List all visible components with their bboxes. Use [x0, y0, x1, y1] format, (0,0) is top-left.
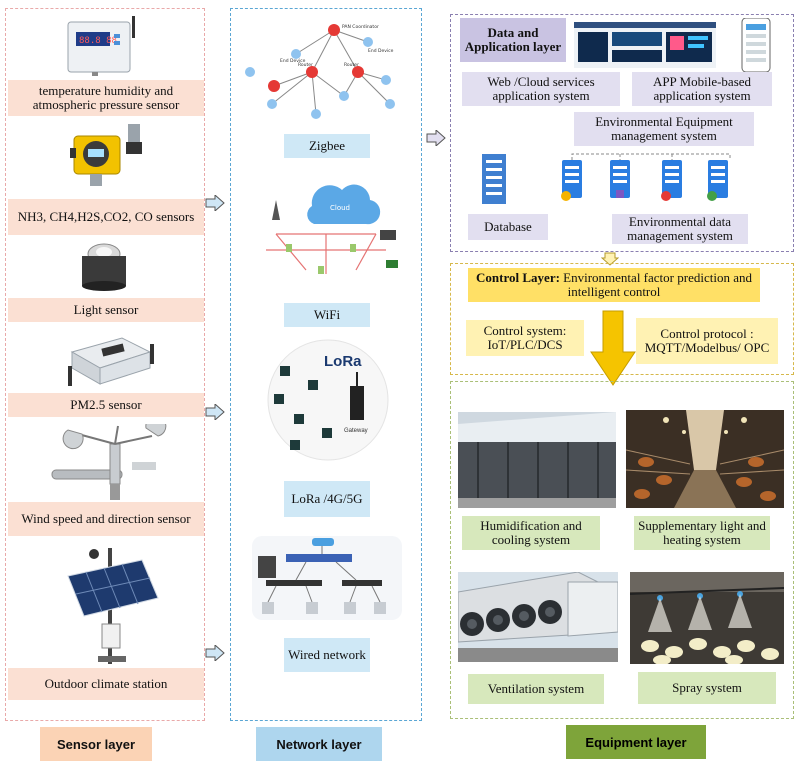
mobile-app-icon	[736, 18, 776, 72]
sensor-to-network-arrow	[205, 195, 225, 211]
server-check-icon	[706, 160, 730, 204]
sensor-layer-panel	[5, 8, 205, 721]
network-to-application-arrow	[426, 130, 446, 146]
zigbee-end-device-text: End Device	[368, 48, 394, 54]
spray-system-label: Spray system	[638, 672, 776, 704]
equipment-layer-title: Equipment layer	[566, 725, 706, 759]
sensor-label-wind: Wind speed and direction sensor	[8, 502, 204, 536]
server-lock-icon	[560, 160, 584, 204]
spray-system-photo	[630, 572, 784, 664]
server-storage-icon	[608, 160, 632, 204]
svg-text:88.8 88: 88.8 88	[79, 36, 117, 46]
zigbee-coordinator-text: PAN Coordinator	[342, 24, 379, 30]
control-to-equipment-arrow	[590, 310, 636, 386]
app-mobile-system-label: APP Mobile-based application system	[632, 72, 772, 106]
light-sensor-icon	[74, 240, 134, 294]
sensor-to-network-arrow	[205, 645, 225, 661]
control-protocol-label: Control protocol : MQTT/Modelbus/ OPC	[636, 318, 778, 364]
database-server-icon	[480, 154, 508, 204]
env-data-management-label: Environmental data management system	[612, 214, 748, 244]
sensor-label-pm25: PM2.5 sensor	[8, 393, 204, 417]
weather-station-icon	[62, 546, 162, 664]
application-layer-panel	[450, 14, 794, 252]
server-upload-icon	[660, 160, 684, 204]
sensor-label-gas: NH3, CH4,H2S,CO2, CO sensors	[8, 199, 204, 235]
sensor-layer-title: Sensor layer	[40, 727, 152, 761]
network-layer-title: Network layer	[256, 727, 382, 761]
wifi-network-diagram: Cloud	[246, 170, 410, 290]
control-system-label: Control system: IoT/PLC/DCS	[466, 320, 584, 356]
sensor-label-temperature: temperature humidity and atmospheric pre…	[8, 80, 204, 116]
control-layer-title-bold: Control Layer:	[476, 270, 560, 285]
network-label-wifi: WiFi	[284, 303, 370, 327]
zigbee-router-text: Router	[298, 62, 313, 68]
control-layer-panel	[450, 263, 794, 375]
web-cloud-system-label: Web /Cloud services application system	[462, 72, 620, 106]
sensor-label-light: Light sensor	[8, 298, 204, 322]
thermo-hygrometer-icon: 88.8 88	[62, 14, 142, 76]
sensor-label-outdoor: Outdoor climate station	[8, 668, 204, 700]
network-layer-panel	[230, 8, 422, 721]
application-to-control-arrow	[601, 252, 619, 266]
equipment-layer-panel	[450, 381, 794, 719]
gas-detector-icon	[70, 122, 154, 188]
wifi-cloud-text: Cloud	[330, 204, 350, 212]
zigbee-topology-diagram: PAN Coordinator Router Router End Device…	[240, 18, 408, 124]
sensor-to-network-arrow	[205, 404, 225, 420]
network-label-zigbee: Zigbee	[284, 134, 370, 158]
zigbee-router-text: Router	[344, 62, 359, 68]
anemometer-icon	[48, 424, 168, 500]
network-label-wired: Wired network	[284, 638, 370, 672]
network-label-lora: LoRa /4G/5G	[284, 481, 370, 517]
lora-network-diagram: LoRa Gateway	[250, 336, 406, 464]
zigbee-end-device-text: End Device	[280, 58, 306, 64]
pm25-sensor-icon	[62, 332, 158, 390]
lora-logo-text: LoRa	[324, 353, 362, 370]
dashboard-screen-icon	[574, 22, 716, 68]
control-layer-title-rest: Environmental factor prediction and inte…	[559, 270, 752, 299]
wired-network-diagram	[246, 532, 410, 624]
humidification-cooling-photo	[458, 412, 616, 508]
supplementary-light-heating-label: Supplementary light and heating system	[634, 516, 770, 550]
control-layer-title: Control Layer: Environmental factor pred…	[468, 268, 760, 302]
ventilation-photo	[458, 572, 618, 662]
database-label: Database	[468, 214, 548, 240]
lora-gateway-text: Gateway	[344, 428, 368, 434]
application-layer-title: Data and Application layer	[460, 18, 566, 62]
humidification-cooling-label: Humidification and cooling system	[462, 516, 600, 550]
supplementary-light-heating-photo	[626, 410, 784, 508]
env-equipment-management-label: Environmental Equipment management syste…	[574, 112, 754, 146]
ventilation-label: Ventilation system	[468, 674, 604, 704]
server-connector-lines	[571, 153, 731, 160]
